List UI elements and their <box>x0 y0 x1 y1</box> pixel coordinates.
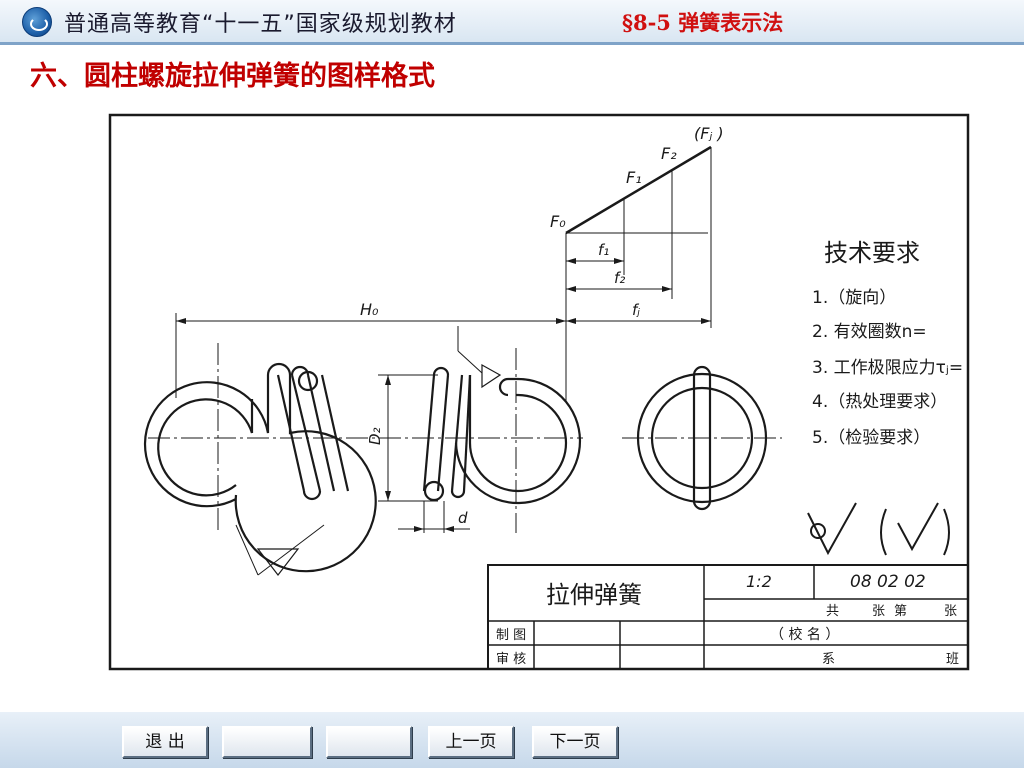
spring-end-view <box>622 365 782 511</box>
publisher-logo-icon <box>22 7 52 37</box>
blank-button-2[interactable] <box>326 726 412 758</box>
page-title: 六、圆柱螺旋拉伸弹簧的图样格式 <box>30 61 435 92</box>
deflection-label-fj: fⱼ <box>632 301 640 319</box>
title-block-name: 拉伸弹簧 <box>546 581 642 609</box>
title-block-scale: 1:2 <box>746 572 772 591</box>
prev-page-button[interactable]: 上一页 <box>428 726 514 758</box>
force-label-f2: F₂ <box>661 144 677 163</box>
department-label: 系 <box>822 652 835 667</box>
series-title: 普通高等教育“十一五”国家级规划教材 <box>64 12 457 37</box>
tech-req-item-2: 2. 有效圈数n= <box>812 322 927 342</box>
blank-button-1[interactable] <box>222 726 312 758</box>
engineering-drawing: F₀ F₁ F₂ (Fⱼ ) f₁ f₂ fⱼ H₀ <box>108 113 970 671</box>
checked-by-label: 审 核 <box>496 652 526 667</box>
class-label: 班 <box>946 652 959 667</box>
tech-req-title: 技术要求 <box>824 239 920 267</box>
deflection-label-f1: f₁ <box>598 241 609 259</box>
h0-dimension <box>175 313 566 398</box>
title-block <box>487 564 969 670</box>
deflection-label-f2: f₂ <box>614 269 625 287</box>
force-label-f0: F₀ <box>550 212 566 231</box>
tech-req-item-1: 1.（旋向） <box>812 288 896 308</box>
dimension-label-h0: H₀ <box>360 300 379 319</box>
drawn-by-label: 制 图 <box>496 628 526 643</box>
next-page-button[interactable]: 下一页 <box>532 726 618 758</box>
title-block-drawing-no: 08 02 02 <box>850 572 926 592</box>
header-bar: 普通高等教育“十一五”国家级规划教材 §8-5 弹簧表示法 <box>0 0 1024 45</box>
school-name-label: （ 校 名 ） <box>770 626 839 643</box>
tech-req-item-5: 5.（检验要求） <box>812 428 930 448</box>
force-label-fj: (Fⱼ ) <box>694 124 724 143</box>
dimension-arrows <box>566 258 711 324</box>
dimension-label-d: d <box>458 509 468 527</box>
roughness-symbol <box>807 502 950 556</box>
section-label: §8-5 弹簧表示法 <box>622 10 784 35</box>
drawing-border <box>108 113 970 671</box>
navigation-bar: 退 出 上一页 下一页 <box>0 712 1024 768</box>
sheet-info-current: 第 <box>894 604 907 619</box>
dimension-label-d2: D₂ <box>366 427 384 445</box>
sheet-info-total: 共 <box>826 604 839 619</box>
tech-req-item-3: 3. 工作极限应力τⱼ= <box>812 358 963 378</box>
tech-req-item-4: 4.（热处理要求） <box>812 392 947 412</box>
sheet-info-unit: 张 <box>872 604 885 619</box>
force-label-f1: F₁ <box>626 168 642 187</box>
sheet-info-unit-2: 张 <box>944 604 957 619</box>
exit-button[interactable]: 退 出 <box>122 726 208 758</box>
